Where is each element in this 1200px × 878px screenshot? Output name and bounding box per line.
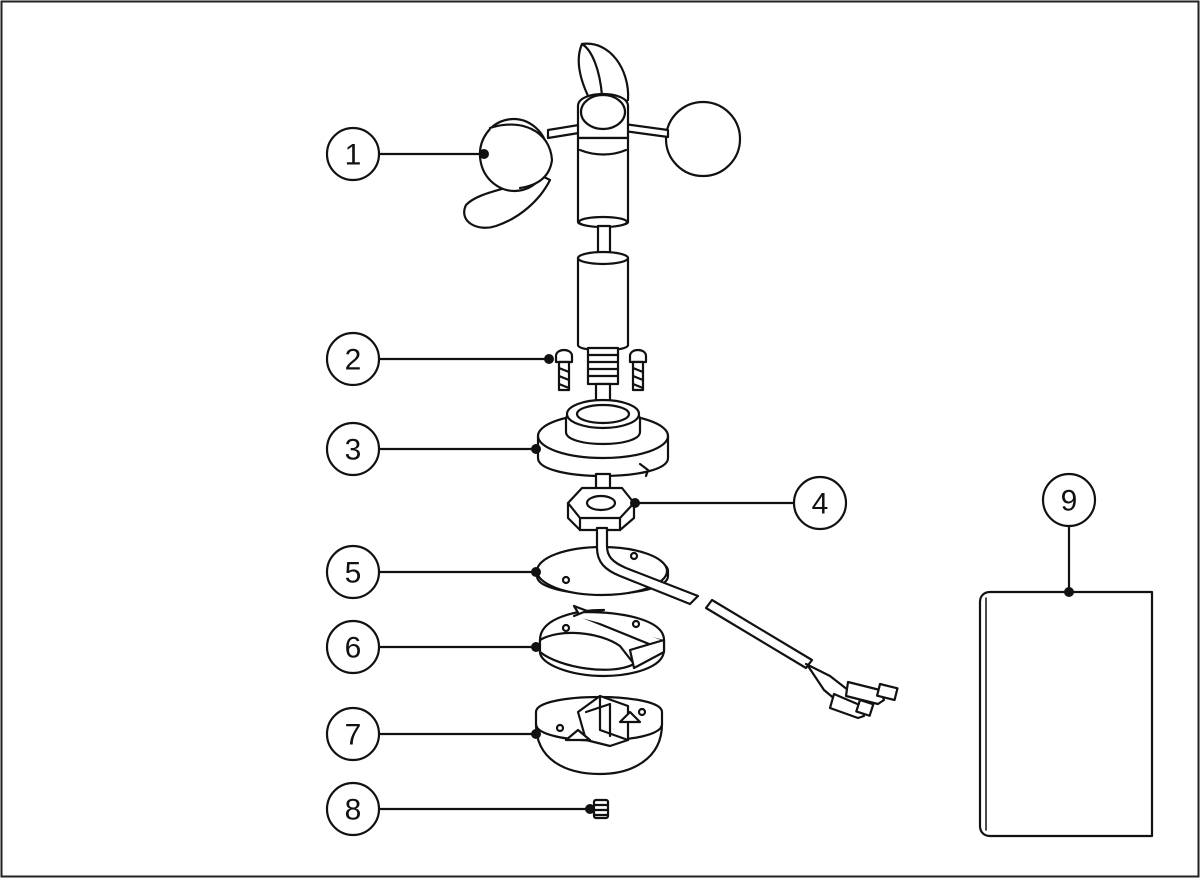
gasket-disc bbox=[535, 545, 670, 597]
callout-1: 1 bbox=[325, 126, 381, 182]
callout-8: 8 bbox=[325, 781, 381, 837]
callout-7-label: 7 bbox=[345, 719, 362, 752]
callout-2-label: 2 bbox=[345, 344, 362, 377]
cable bbox=[595, 526, 899, 720]
callout-4-label: 4 bbox=[812, 488, 829, 521]
set-screw bbox=[592, 798, 610, 820]
callout-9-label: 9 bbox=[1061, 485, 1078, 518]
callout-3: 3 bbox=[325, 421, 381, 477]
manual-booklet bbox=[978, 590, 1154, 838]
callout-6-label: 6 bbox=[345, 632, 362, 665]
callout-5-label: 5 bbox=[345, 557, 362, 590]
callout-1-label: 1 bbox=[345, 139, 362, 172]
leader-lines bbox=[380, 152, 1071, 811]
callout-2: 2 bbox=[325, 331, 381, 387]
hex-nut bbox=[566, 472, 636, 532]
cup-rotor bbox=[463, 42, 742, 422]
callout-4: 4 bbox=[792, 475, 848, 531]
callout-9: 9 bbox=[1041, 472, 1097, 528]
mounting-flange bbox=[536, 398, 670, 478]
callout-6: 6 bbox=[325, 619, 381, 675]
base-housing bbox=[534, 694, 664, 776]
callout-5: 5 bbox=[325, 544, 381, 600]
split-disc bbox=[538, 604, 666, 678]
callout-7: 7 bbox=[325, 706, 381, 762]
callout-8-label: 8 bbox=[345, 794, 362, 827]
callout-3-label: 3 bbox=[345, 434, 362, 467]
screws bbox=[554, 348, 648, 392]
leader-dots bbox=[479, 149, 1074, 814]
